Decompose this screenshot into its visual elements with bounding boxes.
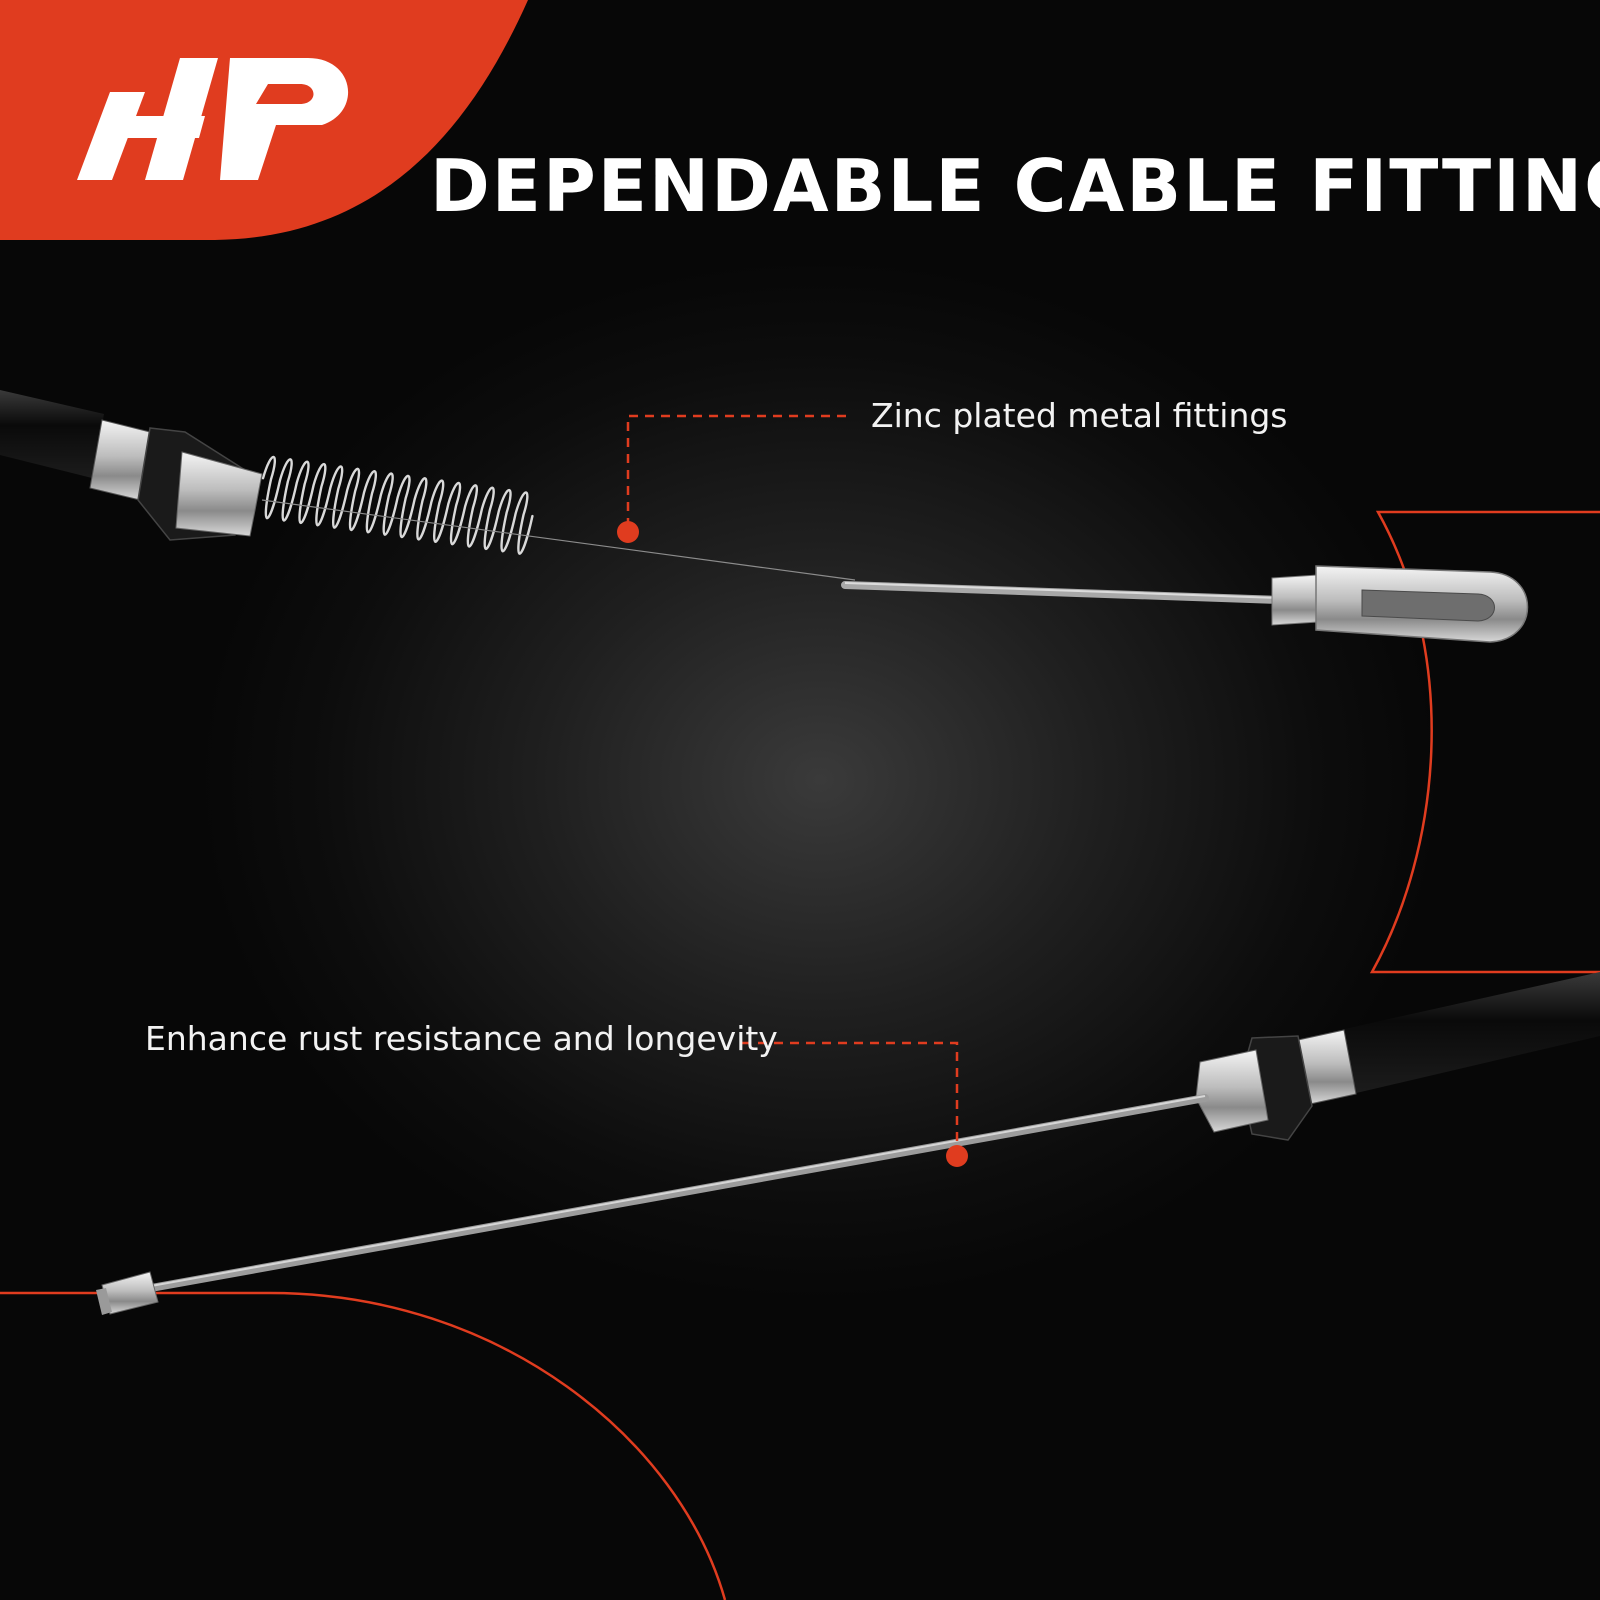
lower-steel-wire	[136, 1094, 1209, 1294]
callout-rust-resistance-text: Enhance rust resistance and longevity	[145, 1019, 778, 1058]
callout-leaders	[626, 414, 959, 1153]
callout-top-dot	[617, 521, 639, 543]
upper-cable	[0, 390, 1529, 643]
lower-end-cap	[1195, 1049, 1269, 1133]
lower-cable-housing	[1340, 972, 1600, 1094]
ap-logo-icon	[77, 58, 349, 180]
upper-steel-wire	[841, 581, 1284, 604]
upper-cable-housing	[0, 390, 104, 478]
lower-wire-end-stop	[96, 1271, 159, 1315]
upper-clevis-end	[1271, 565, 1529, 643]
callout-top-leader	[626, 414, 846, 530]
upper-end-cap	[175, 451, 263, 537]
callout-bottom-leader	[742, 1041, 959, 1153]
callout-zinc-plated-text: Zinc plated metal fittings	[871, 396, 1288, 435]
headline: DEPENDABLE CABLE FITTINGS	[430, 144, 1600, 228]
upper-coil-spring	[261, 455, 856, 581]
callout-bottom-dot	[946, 1145, 968, 1167]
lower-cable	[96, 972, 1600, 1315]
decorative-red-arcs	[0, 510, 1600, 1600]
